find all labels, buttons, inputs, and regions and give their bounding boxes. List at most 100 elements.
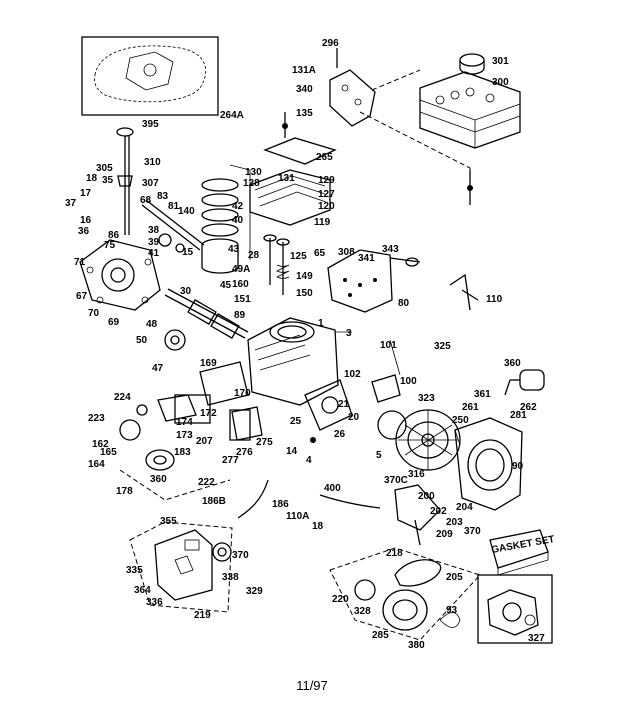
- callout-label: 40: [232, 215, 244, 226]
- callout-label: 285: [372, 630, 389, 641]
- callout-label: 224: [114, 392, 131, 403]
- callout-label: 18: [86, 173, 98, 184]
- bracket-21: [304, 379, 353, 443]
- callout-label: 380: [408, 640, 425, 651]
- callout-label: 86: [108, 230, 120, 241]
- callout-label: 275: [256, 437, 273, 448]
- blower-housing-250: [454, 417, 523, 511]
- magnet-14: [377, 410, 407, 440]
- recoil-starter-380: [354, 579, 461, 631]
- callout-label: 89: [234, 310, 246, 321]
- callout-label: 42: [232, 201, 244, 212]
- callout-label: 14: [286, 446, 298, 457]
- callout-label: 276: [236, 447, 253, 458]
- bolts-292-290: [467, 170, 473, 205]
- housing-80: [327, 249, 421, 313]
- wire-186: [319, 494, 381, 509]
- callout-label: 343: [382, 244, 399, 255]
- callout-label: 220: [332, 594, 349, 605]
- flywheel-90: [395, 409, 461, 471]
- callout-label: 128: [243, 178, 260, 189]
- callout-label: 262: [520, 402, 537, 413]
- callout-label: 327: [528, 633, 545, 644]
- callout-label: 183: [174, 447, 191, 458]
- callout-label: 49A: [232, 264, 250, 275]
- callout-label: 30: [180, 286, 192, 297]
- air-cleaner-300: [419, 53, 521, 149]
- callout-labels: 296131A340301300135264A26539531030530713…: [65, 38, 555, 651]
- callout-label: 250: [452, 415, 469, 426]
- connecting-rod-parts: [141, 199, 205, 253]
- callout-label: 17: [80, 188, 92, 199]
- callout-label: 38: [148, 225, 160, 236]
- callout-label: 3: [346, 328, 352, 339]
- callout-label: 305: [96, 163, 113, 174]
- callout-label: 129: [318, 175, 335, 186]
- crankcase-cover-69: [79, 239, 161, 311]
- callout-label: 140: [178, 206, 195, 217]
- callout-label: 160: [232, 279, 249, 290]
- bracket-340: [329, 48, 376, 127]
- callout-label: 340: [296, 84, 313, 95]
- callout-label: 100: [400, 376, 417, 387]
- callout-label: 120: [318, 201, 335, 212]
- page-number: 11/97: [296, 678, 328, 693]
- callout-label: 131: [278, 173, 295, 184]
- callout-label: 102: [344, 369, 361, 380]
- callout-label: 165: [100, 447, 117, 458]
- callout-label: 300: [492, 77, 509, 88]
- callout-label: 45: [220, 280, 232, 291]
- callout-label: 162: [92, 439, 109, 450]
- engine-block-1: [247, 317, 352, 406]
- callout-label: 328: [354, 606, 371, 617]
- callout-label: 80: [398, 298, 410, 309]
- ignition-module-100: [371, 339, 401, 403]
- callout-label: 151: [234, 294, 251, 305]
- callout-label: 223: [88, 413, 105, 424]
- callout-label: 71: [74, 257, 86, 268]
- callout-label: 281: [510, 410, 527, 421]
- gasket-set-box: [489, 529, 549, 576]
- callout-label: 174: [176, 417, 193, 428]
- callout-label: 209: [436, 529, 453, 540]
- callout-label: 172: [200, 408, 217, 419]
- callout-label: 149: [296, 271, 313, 282]
- piston-rings-140: [201, 164, 251, 274]
- callout-label: 310: [144, 157, 161, 168]
- callout-label: 50: [136, 335, 148, 346]
- cover-265: [263, 112, 337, 165]
- callout-label: 47: [152, 363, 164, 374]
- filter-275: [231, 406, 263, 441]
- callout-label: 131A: [292, 65, 316, 76]
- callout-label: 178: [116, 486, 133, 497]
- callout-label: 125: [290, 251, 307, 262]
- callout-label: 41: [148, 248, 160, 259]
- callout-label: 37: [65, 198, 77, 209]
- callout-label: 264A: [220, 110, 244, 121]
- callout-label: 16: [80, 215, 92, 226]
- callout-label: 218: [386, 548, 403, 559]
- gear-364: [212, 542, 232, 562]
- callout-label: 219: [194, 610, 211, 621]
- callout-label: 400: [324, 483, 341, 494]
- callout-label: 65: [314, 248, 326, 259]
- callout-label: 261: [462, 402, 479, 413]
- callout-label: 301: [492, 56, 509, 67]
- callout-label: 370: [464, 526, 481, 537]
- callout-label: 364: [134, 585, 151, 596]
- callout-label: 93: [446, 605, 458, 616]
- starter-cup-355: [394, 559, 442, 587]
- callout-label: 265: [316, 152, 333, 163]
- callout-label: 110: [486, 294, 503, 305]
- callout-label: 69: [108, 317, 120, 328]
- callout-label: 308: [338, 247, 355, 258]
- callout-label: 204: [456, 502, 473, 513]
- callout-label: 26: [334, 429, 346, 440]
- callout-label: 43: [228, 244, 240, 255]
- callout-label: 83: [157, 191, 169, 202]
- callout-label: 28: [248, 250, 260, 261]
- float-bowl-164: [119, 404, 175, 471]
- callout-label: 355: [160, 516, 177, 527]
- callout-label: 36: [78, 226, 90, 237]
